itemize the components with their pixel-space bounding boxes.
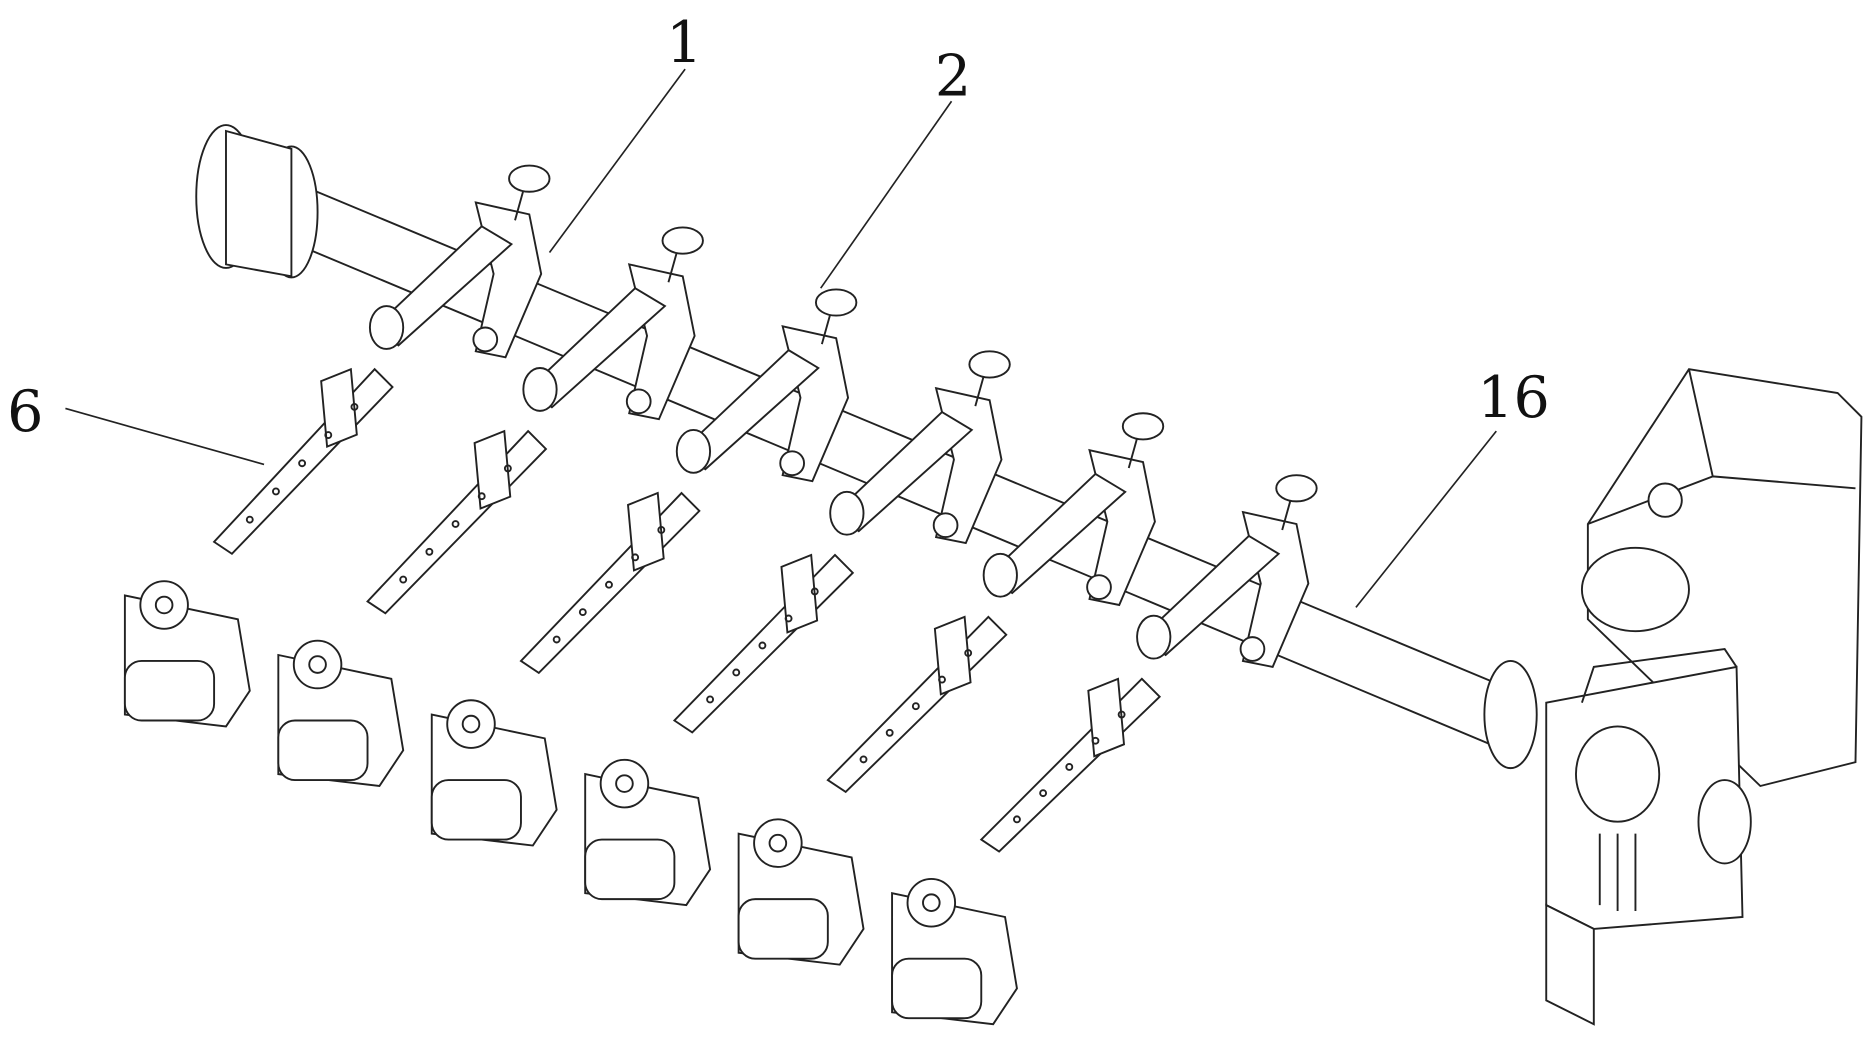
label-6: 6 [7,379,43,445]
cylinder-joint [982,552,1018,598]
pivot-bolt [625,388,652,415]
arm-assembly [737,412,1165,966]
cylinder-joint [522,367,558,412]
arm-clamp [933,615,972,696]
arm-clamp [626,491,665,572]
roller-wheel [123,660,216,722]
motor-assembly [1545,368,1863,1026]
roller-wheel [737,898,829,960]
arm-assembly [277,226,704,788]
arm-clamp [1087,677,1126,758]
cylinder [1140,534,1281,657]
arm-clamp [473,429,512,510]
adjust-knob-icon [508,164,551,193]
leader-line-16 [1355,430,1497,608]
adjust-knob-icon [1121,412,1165,441]
pivot-bolt [1239,636,1266,662]
arm-assembly [430,288,858,847]
leader-line-6 [65,407,265,466]
cylinder [833,410,974,533]
roller-wheel [891,957,983,1020]
pivot-bolt [472,326,499,353]
roller-wheel [430,779,522,841]
adjust-knob-icon [968,350,1011,379]
cylinder-joint [1136,614,1172,660]
right-flange [1483,660,1538,770]
leader-line-1 [548,68,686,253]
cylinder-joint [829,490,865,536]
arm-assembly [584,350,1011,907]
motor-cap [1580,546,1690,633]
adjust-knob-icon [661,226,704,255]
cylinder [680,348,820,471]
arm-clamp [780,553,819,634]
adjust-knob-icon [814,288,858,317]
cylinder [986,472,1127,595]
roller-wheel [277,719,369,781]
arm-assembly [123,164,551,728]
label-16: 16 [1477,365,1550,431]
cylinder-joint [675,428,712,474]
cylinder [526,287,667,409]
mounting-foot [1545,903,1595,1026]
adjust-knob-icon [1275,474,1318,503]
roller-wheel [584,838,676,901]
label-2: 2 [935,43,971,109]
cylinder [373,225,514,347]
label-1: 1 [666,10,702,76]
cylinder-joint [368,305,405,350]
pivot-bolt [779,450,805,477]
pivot-bolt [1086,574,1112,600]
pivot-bolt [932,512,959,539]
arm-clamp [320,367,358,448]
leader-line-2 [820,100,953,289]
arm-assembly [891,474,1318,1026]
